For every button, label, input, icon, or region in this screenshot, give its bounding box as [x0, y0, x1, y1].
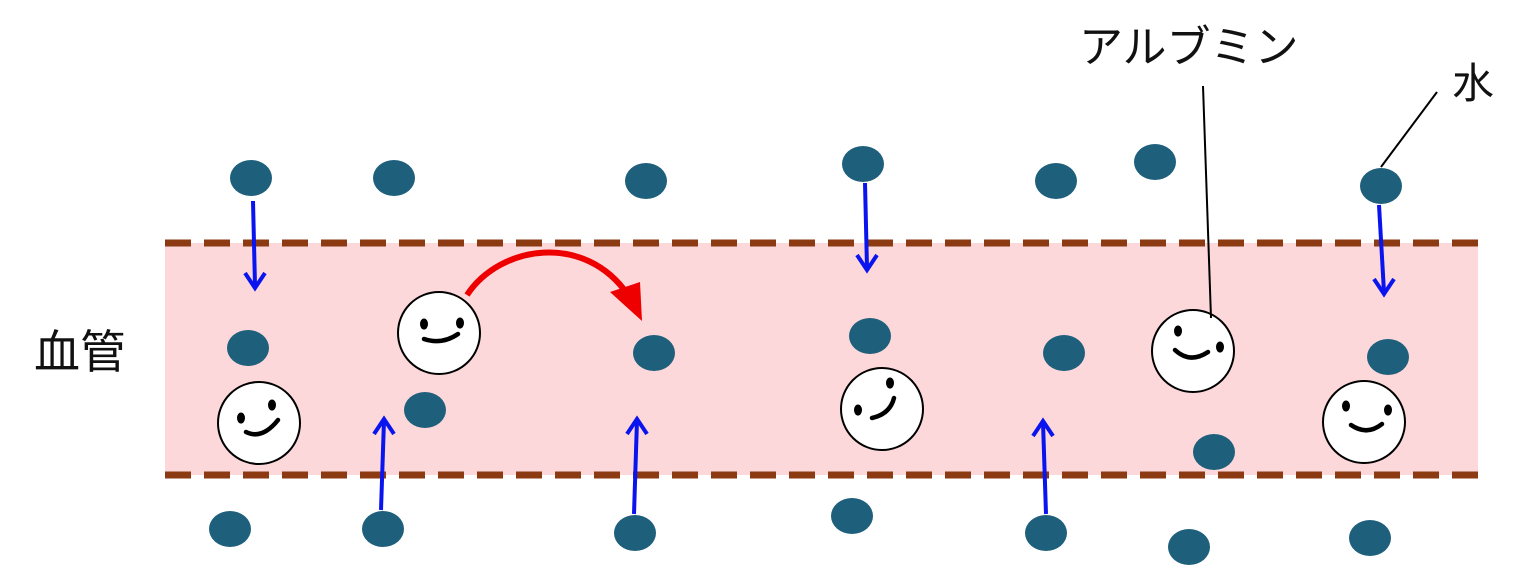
water-arrow-head — [625, 415, 649, 436]
water-molecule — [1367, 339, 1409, 375]
water-molecule — [625, 163, 667, 199]
water-molecule — [1168, 529, 1210, 565]
albumin-leader-line — [1202, 85, 1212, 319]
water-label: 水 — [1452, 59, 1494, 108]
water-arrow-up — [632, 419, 639, 515]
water-arrow-head — [243, 271, 267, 292]
water-molecule — [1349, 520, 1391, 556]
albumin-molecule — [1151, 309, 1235, 393]
water-arrow-in — [863, 182, 869, 269]
water-molecule — [362, 511, 404, 547]
water-molecule — [404, 392, 446, 428]
water-molecule — [227, 330, 269, 366]
albumin-molecule — [840, 367, 924, 451]
water-molecule — [1134, 144, 1176, 180]
water-molecules — [209, 144, 1409, 565]
vessel-lumen — [165, 243, 1478, 475]
water-molecule — [230, 160, 272, 196]
albumin-molecule — [1322, 380, 1406, 464]
vessel-label: 血管 — [34, 325, 126, 379]
water-arrow-up — [1041, 421, 1048, 515]
water-molecule — [1025, 515, 1067, 551]
albumin-molecule — [397, 291, 481, 375]
albumin-molecules — [217, 291, 1406, 465]
water-molecule — [1035, 163, 1077, 199]
water-molecule — [831, 498, 873, 534]
water-molecule — [842, 146, 884, 182]
water-arrow-head — [1372, 277, 1396, 298]
albumin-arrow-head — [610, 282, 642, 321]
albumin-attraction-arrow — [464, 249, 631, 297]
water-arrow-up — [379, 419, 386, 511]
water-leader-line — [1380, 91, 1438, 168]
water-arrow-in — [251, 200, 257, 287]
water-molecule — [633, 335, 675, 371]
water-arrow-head — [1031, 417, 1055, 438]
water-molecule — [614, 515, 656, 551]
water-molecule — [209, 511, 251, 547]
water-molecule — [1360, 168, 1402, 204]
water-flow-arrows — [243, 182, 1396, 515]
water-molecule — [1043, 335, 1085, 371]
albumin-label: アルブミン — [1079, 22, 1299, 73]
water-arrow-head — [372, 415, 396, 436]
water-arrow-in — [1377, 204, 1386, 293]
water-molecule — [1193, 434, 1235, 470]
water-molecule — [849, 318, 891, 354]
water-arrow-head — [855, 253, 879, 274]
albumin-molecule — [217, 381, 301, 465]
water-molecule — [373, 160, 415, 196]
